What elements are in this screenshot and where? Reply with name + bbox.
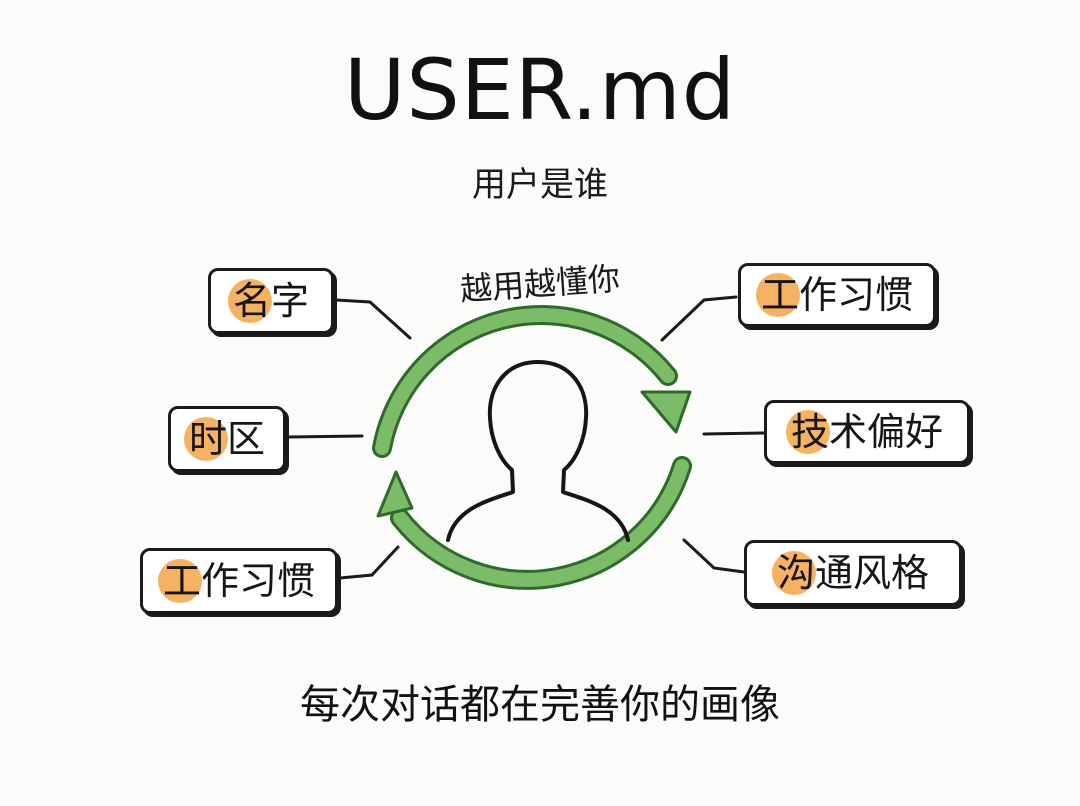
- tag-tech-preference: 技术偏好: [764, 400, 970, 464]
- tag-highlight: 技: [785, 410, 831, 454]
- cycle-arrowhead-bottom: [376, 470, 414, 518]
- tag-highlight: 名: [227, 279, 273, 323]
- connector-tech: [702, 431, 766, 436]
- tag-name: 名字: [208, 268, 334, 334]
- page-title: USER.md: [343, 41, 737, 139]
- tag-communication-style: 沟通风格: [744, 540, 962, 606]
- tag-highlight: 工: [157, 559, 203, 603]
- cycle-arrowhead-top: [640, 390, 692, 434]
- circular-arrows-icon: [372, 305, 692, 590]
- connector-comm: [682, 538, 746, 574]
- user-silhouette-icon: [446, 360, 630, 542]
- tag-highlight: 时: [183, 417, 229, 461]
- connector-timezone: [286, 434, 364, 439]
- footer-caption: 每次对话都在完善你的画像: [300, 682, 780, 728]
- connector-habit-left: [338, 545, 400, 580]
- connector-lines: [286, 295, 766, 580]
- connector-name: [334, 298, 412, 340]
- tag-work-habits-right: 工作习惯: [738, 263, 936, 327]
- tag-timezone: 时区: [168, 406, 286, 472]
- connector-habit-right: [660, 295, 738, 342]
- tag-highlight: 沟: [771, 551, 817, 595]
- tag-highlight: 工: [755, 273, 801, 317]
- page-subtitle: 用户是谁: [472, 165, 608, 205]
- tag-work-habits-left: 工作习惯: [140, 548, 338, 614]
